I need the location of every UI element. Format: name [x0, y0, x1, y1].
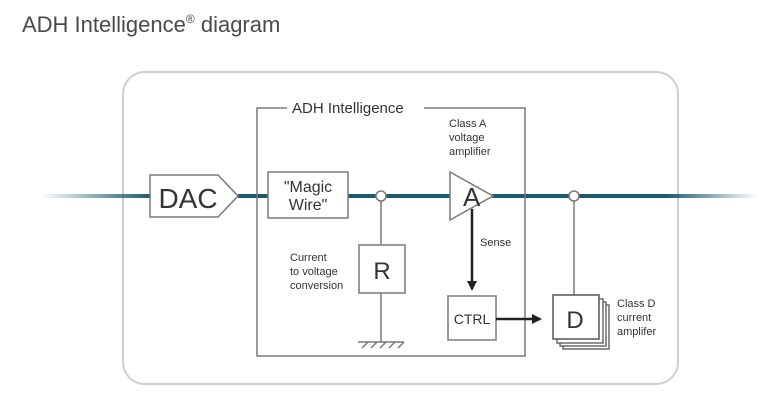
- magic-wire-line2: Wire": [289, 197, 328, 214]
- ctrl-label: CTRL: [454, 311, 491, 327]
- dac-label: DAC: [158, 183, 217, 214]
- signal-line: [40, 194, 757, 198]
- current-label-line3: conversion: [290, 280, 343, 292]
- junction-node-1: [375, 190, 387, 202]
- class-d-line2: current: [617, 312, 651, 324]
- class-a-line3: amplifier: [449, 146, 491, 158]
- dac-block: DAC: [149, 174, 240, 218]
- outer-container: [122, 71, 679, 385]
- junction-node-2: [568, 190, 580, 202]
- resistor-block: R: [358, 244, 406, 294]
- adh-group-label: ADH Intelligence: [292, 100, 404, 117]
- class-a-line1: Class A: [449, 118, 487, 130]
- class-d-block: D: [552, 294, 610, 350]
- ground-icon: [358, 341, 405, 349]
- magic-wire-block: "Magic Wire": [267, 171, 349, 219]
- title-suffix: diagram: [194, 12, 281, 37]
- amplifier-a-block: A: [449, 170, 495, 222]
- d-label: D: [566, 307, 583, 334]
- current-label-line1: Current: [290, 252, 327, 264]
- class-d-line1: Class D: [617, 298, 656, 310]
- current-label-line2: to voltage: [290, 266, 338, 278]
- class-d-line3: amplifer: [617, 326, 656, 338]
- class-a-line2: voltage: [449, 132, 484, 144]
- resistor-label: R: [373, 258, 390, 285]
- title-text: ADH Intelligence: [22, 12, 186, 37]
- sense-label: Sense: [480, 237, 511, 249]
- page-title: ADH Intelligence® diagram: [22, 12, 280, 38]
- magic-wire-line1: "Magic: [284, 179, 332, 196]
- adh-group-box: [256, 107, 526, 357]
- ctrl-block: CTRL: [447, 295, 497, 341]
- amplifier-a-label: A: [463, 182, 481, 212]
- registered-mark: ®: [185, 12, 195, 26]
